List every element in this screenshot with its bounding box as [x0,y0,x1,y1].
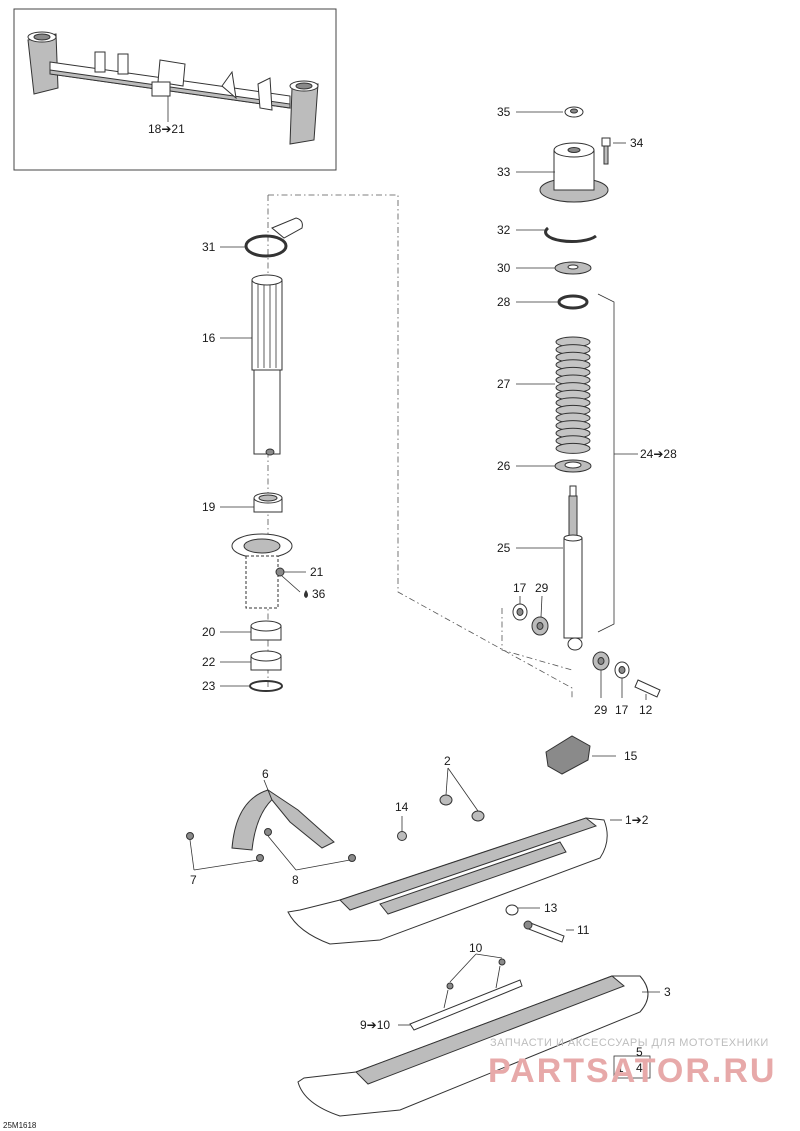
part-26-spring-seat [554,459,592,473]
callout-16: 16 [202,331,216,345]
inset-frame-assembly: 18➔21 [13,8,337,171]
part-6-ski-handle [231,788,335,851]
callout-labels: 35 34 33 32 30 28 27 26 24➔28 25 17 29 2… [190,105,677,1075]
callout-28: 28 [497,295,511,309]
spring-coil [555,442,591,454]
callout-34: 34 [630,136,644,150]
callout-6: 6 [262,767,269,781]
part-35-nut [564,106,584,118]
callout-23: 23 [202,679,216,693]
part-20-bushing [250,620,282,641]
part-29-bushing-left [531,616,549,636]
callout-20: 20 [202,625,216,639]
part-30-washer [554,261,592,275]
callout-7: 7 [190,873,197,887]
callout-29-right: 29 [594,703,608,717]
callout-27: 27 [497,377,511,391]
part-9-runner [409,958,523,1031]
part-1-ski [287,817,608,945]
callout-22: 22 [202,655,216,669]
callout-17-left: 17 [513,581,527,595]
callout-11: 11 [577,923,590,937]
part-31-lock-ring [244,217,303,258]
callout-8: 8 [292,873,299,887]
part-32-circlip [544,226,597,244]
part-11-bolt [523,920,565,943]
callout-18-21: 18➔21 [148,122,185,136]
callout-25: 25 [497,541,511,555]
shock-absorber-assembly [512,106,661,698]
cross-beam-tube [49,51,291,111]
watermark-brand: PARTSATOR.RU [488,1052,776,1090]
callout-36: 36 [312,587,326,601]
callout-17-right: 17 [615,703,629,717]
callout-26: 26 [497,459,511,473]
callout-33: 33 [497,165,511,179]
callout-9-10: 9➔10 [360,1018,390,1032]
part-21-set-screw [275,567,285,577]
part-2-bushings [439,794,485,822]
leader-lines [189,111,660,1026]
part-7-screws [186,832,264,862]
callout-24-28: 24➔28 [640,447,677,461]
callout-35: 35 [497,105,511,119]
part-housing-flange [231,533,293,609]
part-25-shock-absorber [563,485,583,651]
ski-assembly [186,735,651,1117]
part-33-top-cap [539,142,609,203]
part-28-spring-seat [557,294,589,310]
part-29-bushing-right [592,651,610,671]
part-15-wear-pad [545,735,591,775]
callout-13: 13 [544,901,558,915]
part-14-nut [397,831,407,841]
left-spindle-housing [27,31,59,95]
callout-31: 31 [202,240,216,254]
part-12-pin [634,679,661,698]
part-13-washer [505,904,519,916]
callout-19: 19 [202,500,216,514]
part-23-circlip [249,680,283,692]
callout-1: 1 [617,1061,624,1075]
callout-2: 2 [444,754,451,768]
part-34-bolt [601,137,611,165]
callout-5: 5 [636,1045,643,1059]
part-17-washer-right [614,661,630,679]
diagram-id: 25M1618 [3,1121,37,1130]
part-19-bushing [253,492,283,513]
part-16-steering-shaft [251,274,283,456]
callout-29-left: 29 [535,581,549,595]
callout-10: 10 [469,941,483,955]
callout-30: 30 [497,261,511,275]
part-17-washer-left [512,603,528,621]
callout-4: 4 [636,1061,643,1075]
callout-15: 15 [624,749,638,763]
callout-32: 32 [497,223,511,237]
part-22-bushing [250,650,282,671]
part-27-coil-spring [555,336,591,454]
steering-stem-assembly [231,217,303,692]
assembly-guide-lines [267,194,573,698]
callout-12: 12 [639,703,653,717]
part-8-screws [264,828,356,862]
callout-3: 3 [664,985,671,999]
callout-21: 21 [310,565,324,579]
part-3-ski-base [297,975,649,1117]
callout-14: 14 [395,800,409,814]
right-spindle-housing [289,80,319,145]
grease-drop-icon [304,590,308,598]
callout-1-2: 1➔2 [625,813,649,827]
watermark: ЗАПЧАСТИ И АКСЕССУАРЫ ДЛЯ МОТОТЕХНИКИ PA… [488,1037,776,1090]
watermark-tagline: ЗАПЧАСТИ И АКСЕССУАРЫ ДЛЯ МОТОТЕХНИКИ [490,1037,769,1049]
